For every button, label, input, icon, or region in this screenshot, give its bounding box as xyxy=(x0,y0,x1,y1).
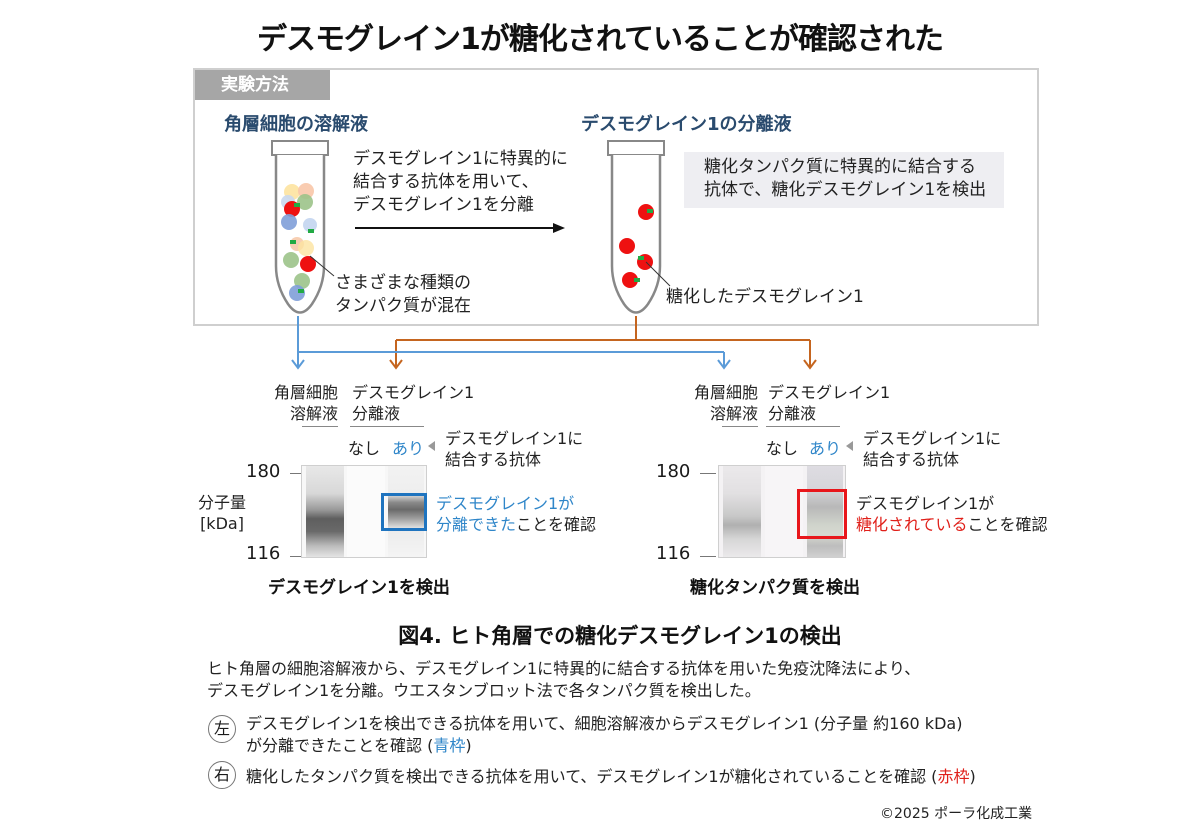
copyright-notice: ©2025 ポーラ化成工業 xyxy=(880,806,1033,822)
right-explanation: 糖化したタンパク質を検出できる抗体を用いて、デスモグレイン1が糖化されていること… xyxy=(246,767,976,786)
lysate-tube-note: さまざまな種類の タンパク質が混在 xyxy=(335,273,471,316)
left-antibody-label: デスモグレイン1に 結合する抗体 xyxy=(445,429,584,469)
process-arrow-icon xyxy=(355,223,565,233)
left-explanation: デスモグレイン1を検出できる抗体を用いて、細胞溶解液からデスモグレイン1 (分子… xyxy=(246,714,963,755)
lysate-heading: 角層細胞の溶解液 xyxy=(224,114,368,135)
left-result-note: デスモグレイン1が 分離できたことを確認 xyxy=(436,494,597,534)
left-y-bottom-tick: 116 xyxy=(246,543,281,564)
right-blot-image xyxy=(718,465,846,558)
left-col1-label: 角層細胞 溶解液 xyxy=(273,383,338,423)
right-col2-label: デスモグレイン1 分離液 xyxy=(768,383,891,423)
tick-line xyxy=(700,473,716,474)
left-blot-footer: デスモグレイン1を検出 xyxy=(268,578,450,598)
left-with-label: あり xyxy=(392,439,425,458)
method-tab-label: 実験方法 xyxy=(195,70,330,100)
right-antibody-label: デスモグレイン1に 結合する抗体 xyxy=(863,429,1002,469)
right-y-top-tick: 180 xyxy=(656,461,691,482)
right-with-label: あり xyxy=(809,439,842,458)
right-result-note: デスモグレイン1が 糖化されていることを確認 xyxy=(856,494,1048,534)
left-marker-badge: 左 xyxy=(208,715,236,743)
right-marker-badge: 右 xyxy=(208,761,236,789)
pointer-triangle-icon xyxy=(428,441,435,451)
red-highlight-box xyxy=(797,489,847,539)
left-col2-underline xyxy=(350,426,424,427)
main-title: デスモグレイン1が糖化されていることが確認された xyxy=(257,22,944,57)
tick-line xyxy=(700,556,716,557)
tick-line xyxy=(290,556,302,557)
pointer-triangle-icon xyxy=(846,441,853,451)
right-col1-underline xyxy=(722,426,758,427)
right-col2-underline xyxy=(766,426,840,427)
left-col2-label: デスモグレイン1 分離液 xyxy=(352,383,475,423)
tick-line xyxy=(290,473,302,474)
left-col1-underline xyxy=(302,426,338,427)
separation-description: デスモグレイン1に特異的に 結合する抗体を用いて、 デスモグレイン1を分離 xyxy=(353,149,568,215)
figure-caption-title: 図4. ヒト角層での糖化デスモグレイン1の検出 xyxy=(398,624,842,648)
method-panel xyxy=(193,68,1039,326)
y-axis-label: 分子量 [kDa] xyxy=(197,493,246,533)
glycated-tube-note: 糖化したデスモグレイン1 xyxy=(666,287,864,307)
caption-paragraph: ヒト角層の細胞溶解液から、デスモグレイン1に特異的に結合する抗体を用いた免疫沈降… xyxy=(207,659,921,700)
left-blot-image xyxy=(301,465,427,558)
separated-tube-icon xyxy=(607,140,671,314)
flow-connectors xyxy=(291,316,817,370)
lysate-tube-icon xyxy=(271,140,335,314)
right-blot-footer: 糖化タンパク質を検出 xyxy=(690,578,860,598)
right-y-bottom-tick: 116 xyxy=(656,543,691,564)
separated-heading: デスモグレイン1の分離液 xyxy=(581,114,792,135)
right-col1-label: 角層細胞 溶解液 xyxy=(693,383,758,423)
right-none-label: なし xyxy=(766,439,799,458)
detection-note: 糖化タンパク質に特異的に結合する 抗体で、糖化デスモグレイン1を検出 xyxy=(684,152,1004,208)
left-none-label: なし xyxy=(348,439,381,458)
left-y-top-tick: 180 xyxy=(246,461,281,482)
blue-highlight-box xyxy=(381,493,427,531)
